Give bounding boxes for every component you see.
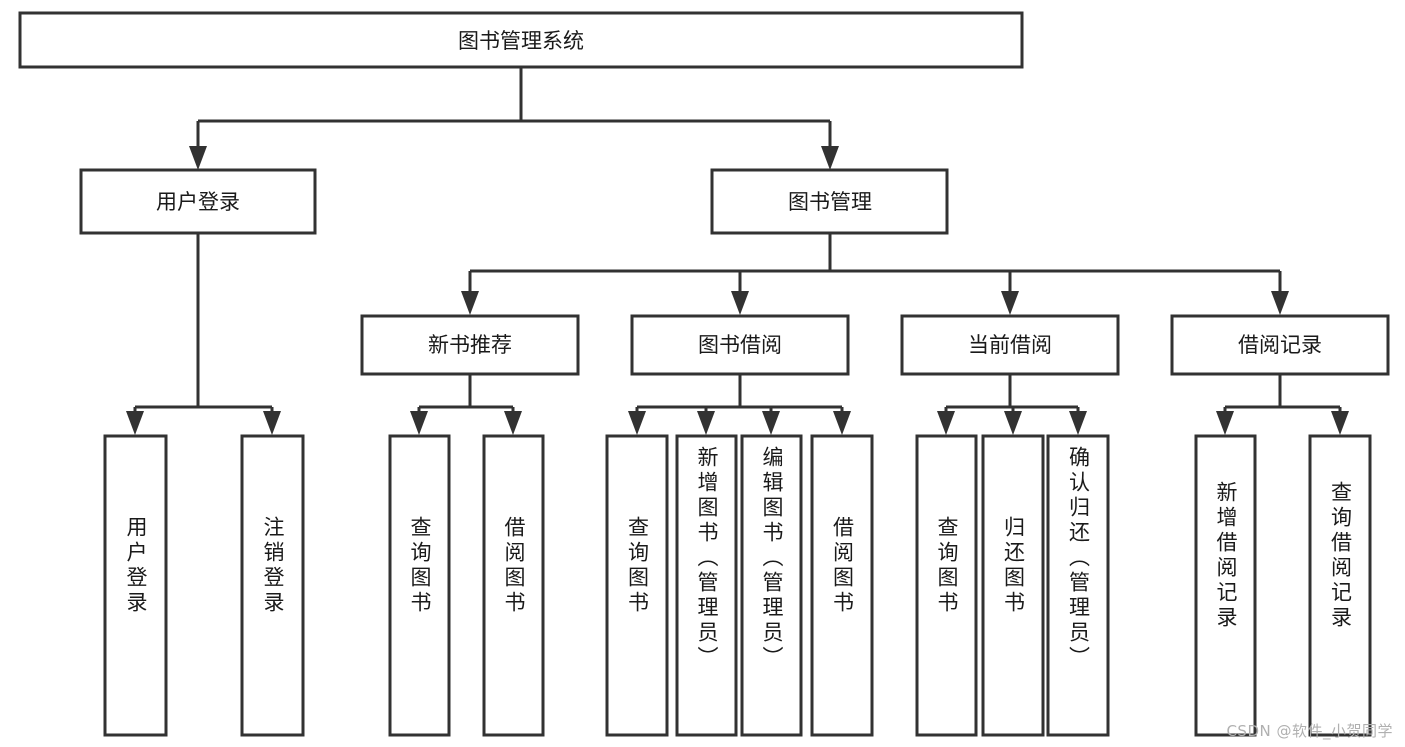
node-leaf-edit-book[interactable] xyxy=(740,434,803,737)
arrow-to-new-book-recommend xyxy=(461,291,479,315)
node-book-borrow[interactable]: 图书借阅 xyxy=(630,314,850,376)
arrow-to-leaf-add-record xyxy=(1216,411,1234,435)
arrow-root-to-user-login xyxy=(189,146,207,170)
connector-group-current-borrow-leaves xyxy=(944,374,1080,413)
arrow-to-book-borrow xyxy=(731,291,749,315)
arrow-to-current-borrow xyxy=(1001,291,1019,315)
watermark: CSDN @软件_小贺同学 xyxy=(1226,722,1393,740)
node-leaf-borrow-book-2[interactable] xyxy=(810,434,874,737)
node-leaf-query-book-3[interactable] xyxy=(915,434,978,737)
arrow-to-leaf-query-record xyxy=(1331,411,1349,435)
node-leaf-return-book[interactable] xyxy=(981,434,1045,737)
arrow-to-leaf-user-logout xyxy=(263,411,281,435)
arrow-to-leaf-edit-book xyxy=(762,411,780,435)
node-new-book-recommend[interactable]: 新书推荐 xyxy=(360,314,580,376)
arrow-to-leaf-borrow-book-1 xyxy=(504,411,522,435)
node-leaf-query-book-1[interactable] xyxy=(388,434,451,737)
node-leaf-borrow-book-1[interactable] xyxy=(482,434,545,737)
node-borrow-record[interactable]: 借阅记录 xyxy=(1170,314,1390,376)
node-borrow-record-label: 借阅记录 xyxy=(1238,333,1322,357)
arrow-to-leaf-query-book-1 xyxy=(410,411,428,435)
node-leaf-query-book-2[interactable] xyxy=(605,434,669,737)
node-current-borrow-label: 当前借阅 xyxy=(968,333,1052,357)
arrow-to-leaf-borrow-book-2 xyxy=(833,411,851,435)
node-book-borrow-label: 图书借阅 xyxy=(698,333,782,357)
node-user-login[interactable]: 用户登录 xyxy=(79,168,317,235)
connector-group-root-to-level2 xyxy=(196,67,832,147)
arrow-to-leaf-query-book-3 xyxy=(937,411,955,435)
arrow-to-leaf-confirm-return xyxy=(1069,411,1087,435)
node-leaf-add-record[interactable] xyxy=(1194,434,1257,737)
node-leaf-confirm-return[interactable] xyxy=(1046,434,1110,737)
node-leaf-user-login[interactable] xyxy=(103,434,168,737)
arrow-to-leaf-return-book xyxy=(1004,411,1022,435)
arrow-root-to-book-manage xyxy=(821,146,839,170)
node-root[interactable]: 图书管理系统 xyxy=(18,11,1024,69)
arrow-to-leaf-user-login xyxy=(126,411,144,435)
node-current-borrow[interactable]: 当前借阅 xyxy=(900,314,1120,376)
node-new-book-recommend-label: 新书推荐 xyxy=(428,333,512,357)
node-book-manage[interactable]: 图书管理 xyxy=(710,168,949,235)
connector-group-borrow-record-leaves xyxy=(1223,374,1342,413)
connector-group-new-book-recommend-leaves xyxy=(417,374,515,413)
connector-group-user-login-leaves xyxy=(133,233,274,413)
node-book-manage-label: 图书管理 xyxy=(788,190,872,214)
arrow-to-leaf-query-book-2 xyxy=(628,411,646,435)
node-leaf-add-book[interactable] xyxy=(675,434,738,737)
connector-group-book-manage-to-level3 xyxy=(468,233,1282,292)
node-leaf-query-record[interactable] xyxy=(1308,434,1372,737)
arrow-to-leaf-add-book xyxy=(697,411,715,435)
node-user-login-label: 用户登录 xyxy=(156,190,240,214)
arrow-to-borrow-record xyxy=(1271,291,1289,315)
node-root-label: 图书管理系统 xyxy=(458,29,584,53)
connector-group-book-borrow-leaves xyxy=(635,374,844,413)
node-leaf-user-logout[interactable] xyxy=(240,434,305,737)
